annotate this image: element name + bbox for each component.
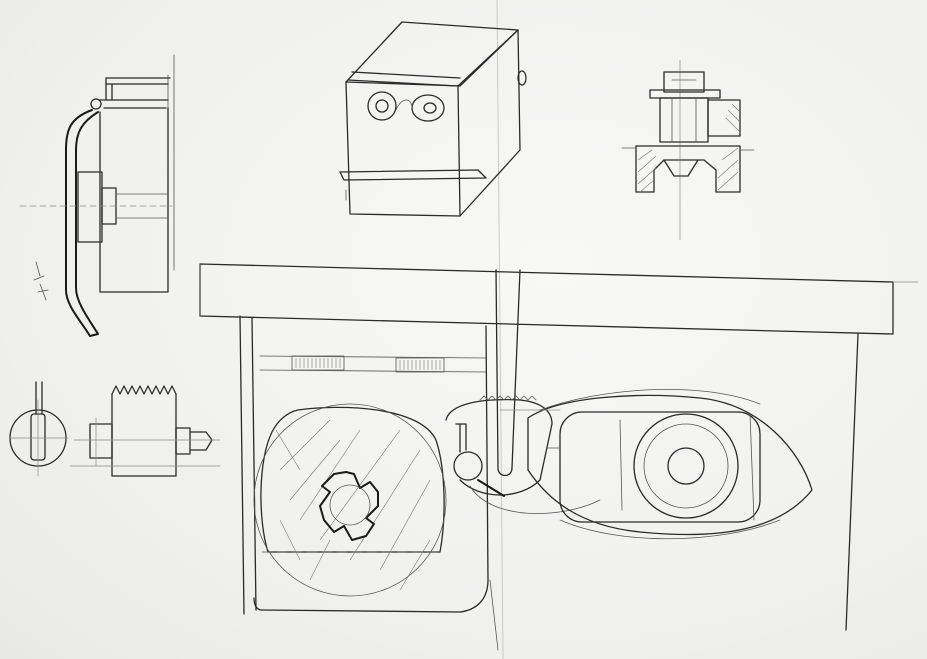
fastener-shank	[659, 97, 709, 143]
housing-knob	[517, 70, 527, 86]
housing-isometric-view	[339, 21, 527, 217]
cylinder-key-tip	[189, 431, 213, 451]
idler-roller	[453, 451, 483, 481]
serrated-strip-right	[395, 357, 445, 373]
left-reel-hub	[319, 471, 379, 541]
fastener-head	[663, 71, 705, 93]
right-reel-outer	[633, 413, 739, 519]
drive-post	[495, 269, 521, 477]
serrated-strip-left	[291, 355, 345, 371]
hinge-pivot	[90, 98, 102, 110]
housing-side-face	[457, 29, 521, 217]
paper-fold-crease	[496, 0, 504, 659]
hook-lever	[65, 109, 99, 337]
scribble-note	[33, 261, 49, 301]
bracket-body	[99, 107, 169, 293]
top-plate	[199, 263, 894, 335]
enclosure-right-wall	[845, 333, 859, 631]
right-reel-frame	[559, 411, 761, 523]
housing-eye-right	[411, 94, 445, 122]
housing-front-face	[345, 81, 461, 217]
bracket-boss	[77, 171, 103, 243]
fastener-base	[635, 145, 741, 193]
right-reel-shell	[527, 394, 813, 536]
left-reel-outer	[253, 403, 447, 597]
enclosure-left-wall	[239, 315, 257, 615]
fastener-washer	[707, 99, 741, 137]
bracket-top-flange	[105, 77, 171, 101]
housing-eye-left	[367, 91, 397, 121]
tape-guide	[477, 479, 505, 497]
left-reel-shading	[275, 419, 431, 591]
fastener-section-view	[621, 59, 755, 241]
enclosure-inner-wall	[253, 325, 489, 613]
right-reel-hub	[667, 447, 705, 485]
lock-cylinder-views	[9, 381, 221, 477]
left-reel-housing	[260, 406, 445, 553]
main-assembly	[199, 263, 919, 651]
cylinder-serrated-top	[111, 385, 177, 395]
housing-slot	[339, 169, 487, 181]
bracket-arm	[99, 99, 169, 109]
hook-bracket-side-view	[19, 54, 175, 337]
cylinder-side-view	[111, 393, 177, 477]
